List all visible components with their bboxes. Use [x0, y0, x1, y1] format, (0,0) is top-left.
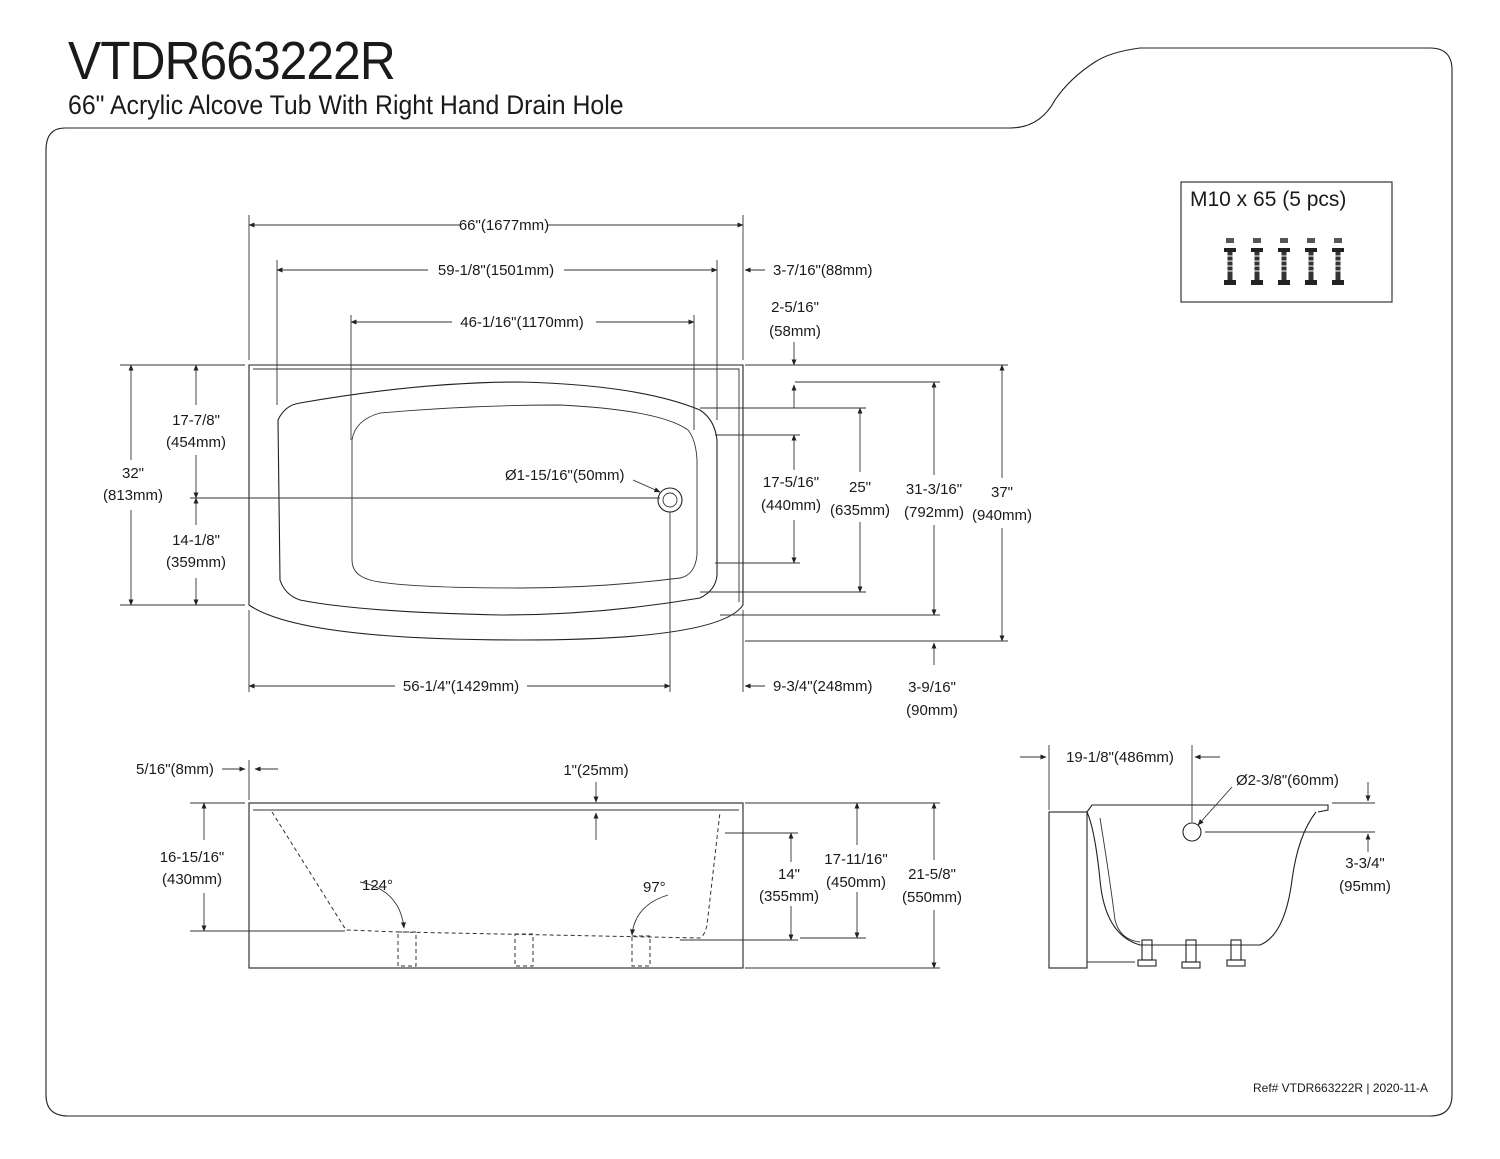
depth-to-bottom-mm: (450mm) — [826, 874, 886, 891]
right-angle-label: 97° — [643, 879, 666, 896]
overall-length-label: 66"(1677mm) — [459, 217, 549, 234]
leveling-bolt-icon — [1278, 238, 1290, 285]
overflow-from-top-in: 3-3/4" — [1345, 855, 1385, 872]
width-32-in: 32" — [122, 465, 144, 482]
leveling-bolt-icon — [1224, 238, 1344, 285]
drain-from-front-mm: (359mm) — [166, 554, 226, 571]
inner-depth-in: 16-15/16" — [160, 849, 225, 866]
flange-thickness-label: 5/16"(8mm) — [136, 761, 214, 778]
inner-depth-mm: (430mm) — [162, 871, 222, 888]
front-apron-in: 3-9/16" — [908, 679, 956, 696]
back-flange-mm: (58mm) — [769, 323, 821, 340]
page-frame — [45, 47, 1453, 1117]
leveling-bolt-icon — [1305, 238, 1317, 285]
reference-footer: Ref# VTDR663222R | 2020-11-A — [1253, 1081, 1428, 1095]
basin-25-mm: (635mm) — [830, 502, 890, 519]
leveling-bolt-icon — [1251, 238, 1263, 285]
product-subtitle: 66" Acrylic Alcove Tub With Right Hand D… — [68, 90, 624, 120]
back-flange-in: 2-5/16" — [771, 299, 819, 316]
drain-from-back-mm: (454mm) — [166, 434, 226, 451]
rim-thickness-label: 1"(25mm) — [563, 762, 628, 779]
end-flange-label: 3-7/16"(88mm) — [773, 262, 873, 279]
rim-width-mm: (792mm) — [904, 504, 964, 521]
leveling-bolt-icon — [1224, 238, 1236, 285]
overall-height-in: 21-5/8" — [908, 866, 956, 883]
drain-from-left-label: 56-1/4"(1429mm) — [403, 678, 519, 695]
overall-width-in: 37" — [991, 484, 1013, 501]
top-view: 66"(1677mm) 59-1/8"(1501mm) 46-1/16"(117… — [103, 215, 1032, 719]
drain-diameter-label: Ø1-15/16"(50mm) — [505, 467, 625, 484]
basin-25-in: 25" — [849, 479, 871, 496]
overflow-diameter-label: Ø2-3/8"(60mm) — [1236, 772, 1339, 789]
overall-width-mm: (940mm) — [972, 507, 1032, 524]
depth-to-bottom-in: 17-11/16" — [824, 851, 887, 868]
front-view: 124° 97° 5/16"(8mm) 1"(25mm) 16-15/16" (… — [136, 760, 962, 969]
overflow-from-top-mm: (95mm) — [1339, 878, 1391, 895]
overflow-height-in: 14" — [778, 866, 800, 883]
overflow-offset-label: 19-1/8"(486mm) — [1066, 749, 1174, 766]
bottom-width-mm: (440mm) — [761, 497, 821, 514]
overflow-height-mm: (355mm) — [759, 888, 819, 905]
drain-from-front-in: 14-1/8" — [172, 532, 220, 549]
drain-to-end-label: 9-3/4"(248mm) — [773, 678, 873, 695]
model-number: VTDR663222R — [68, 31, 396, 91]
overall-height-mm: (550mm) — [902, 889, 962, 906]
front-apron-mm: (90mm) — [906, 702, 958, 719]
rim-width-in: 31-3/16" — [906, 481, 962, 498]
left-angle-label: 124° — [362, 877, 393, 894]
bottom-width-in: 17-5/16" — [763, 474, 819, 491]
hardware-label: M10 x 65 (5 pcs) — [1190, 188, 1346, 211]
leveling-bolt-icon — [1332, 238, 1344, 285]
drain-from-back-in: 17-7/8" — [172, 412, 220, 429]
side-view: 19-1/8"(486mm) Ø2-3/8"(60mm) 3-3/4" (95m… — [1020, 745, 1391, 969]
bottom-length-label: 46-1/16"(1170mm) — [460, 314, 583, 331]
width-32-mm: (813mm) — [103, 487, 163, 504]
rim-length-label: 59-1/8"(1501mm) — [438, 262, 554, 279]
hardware-box: M10 x 65 (5 pcs) — [1180, 181, 1393, 303]
